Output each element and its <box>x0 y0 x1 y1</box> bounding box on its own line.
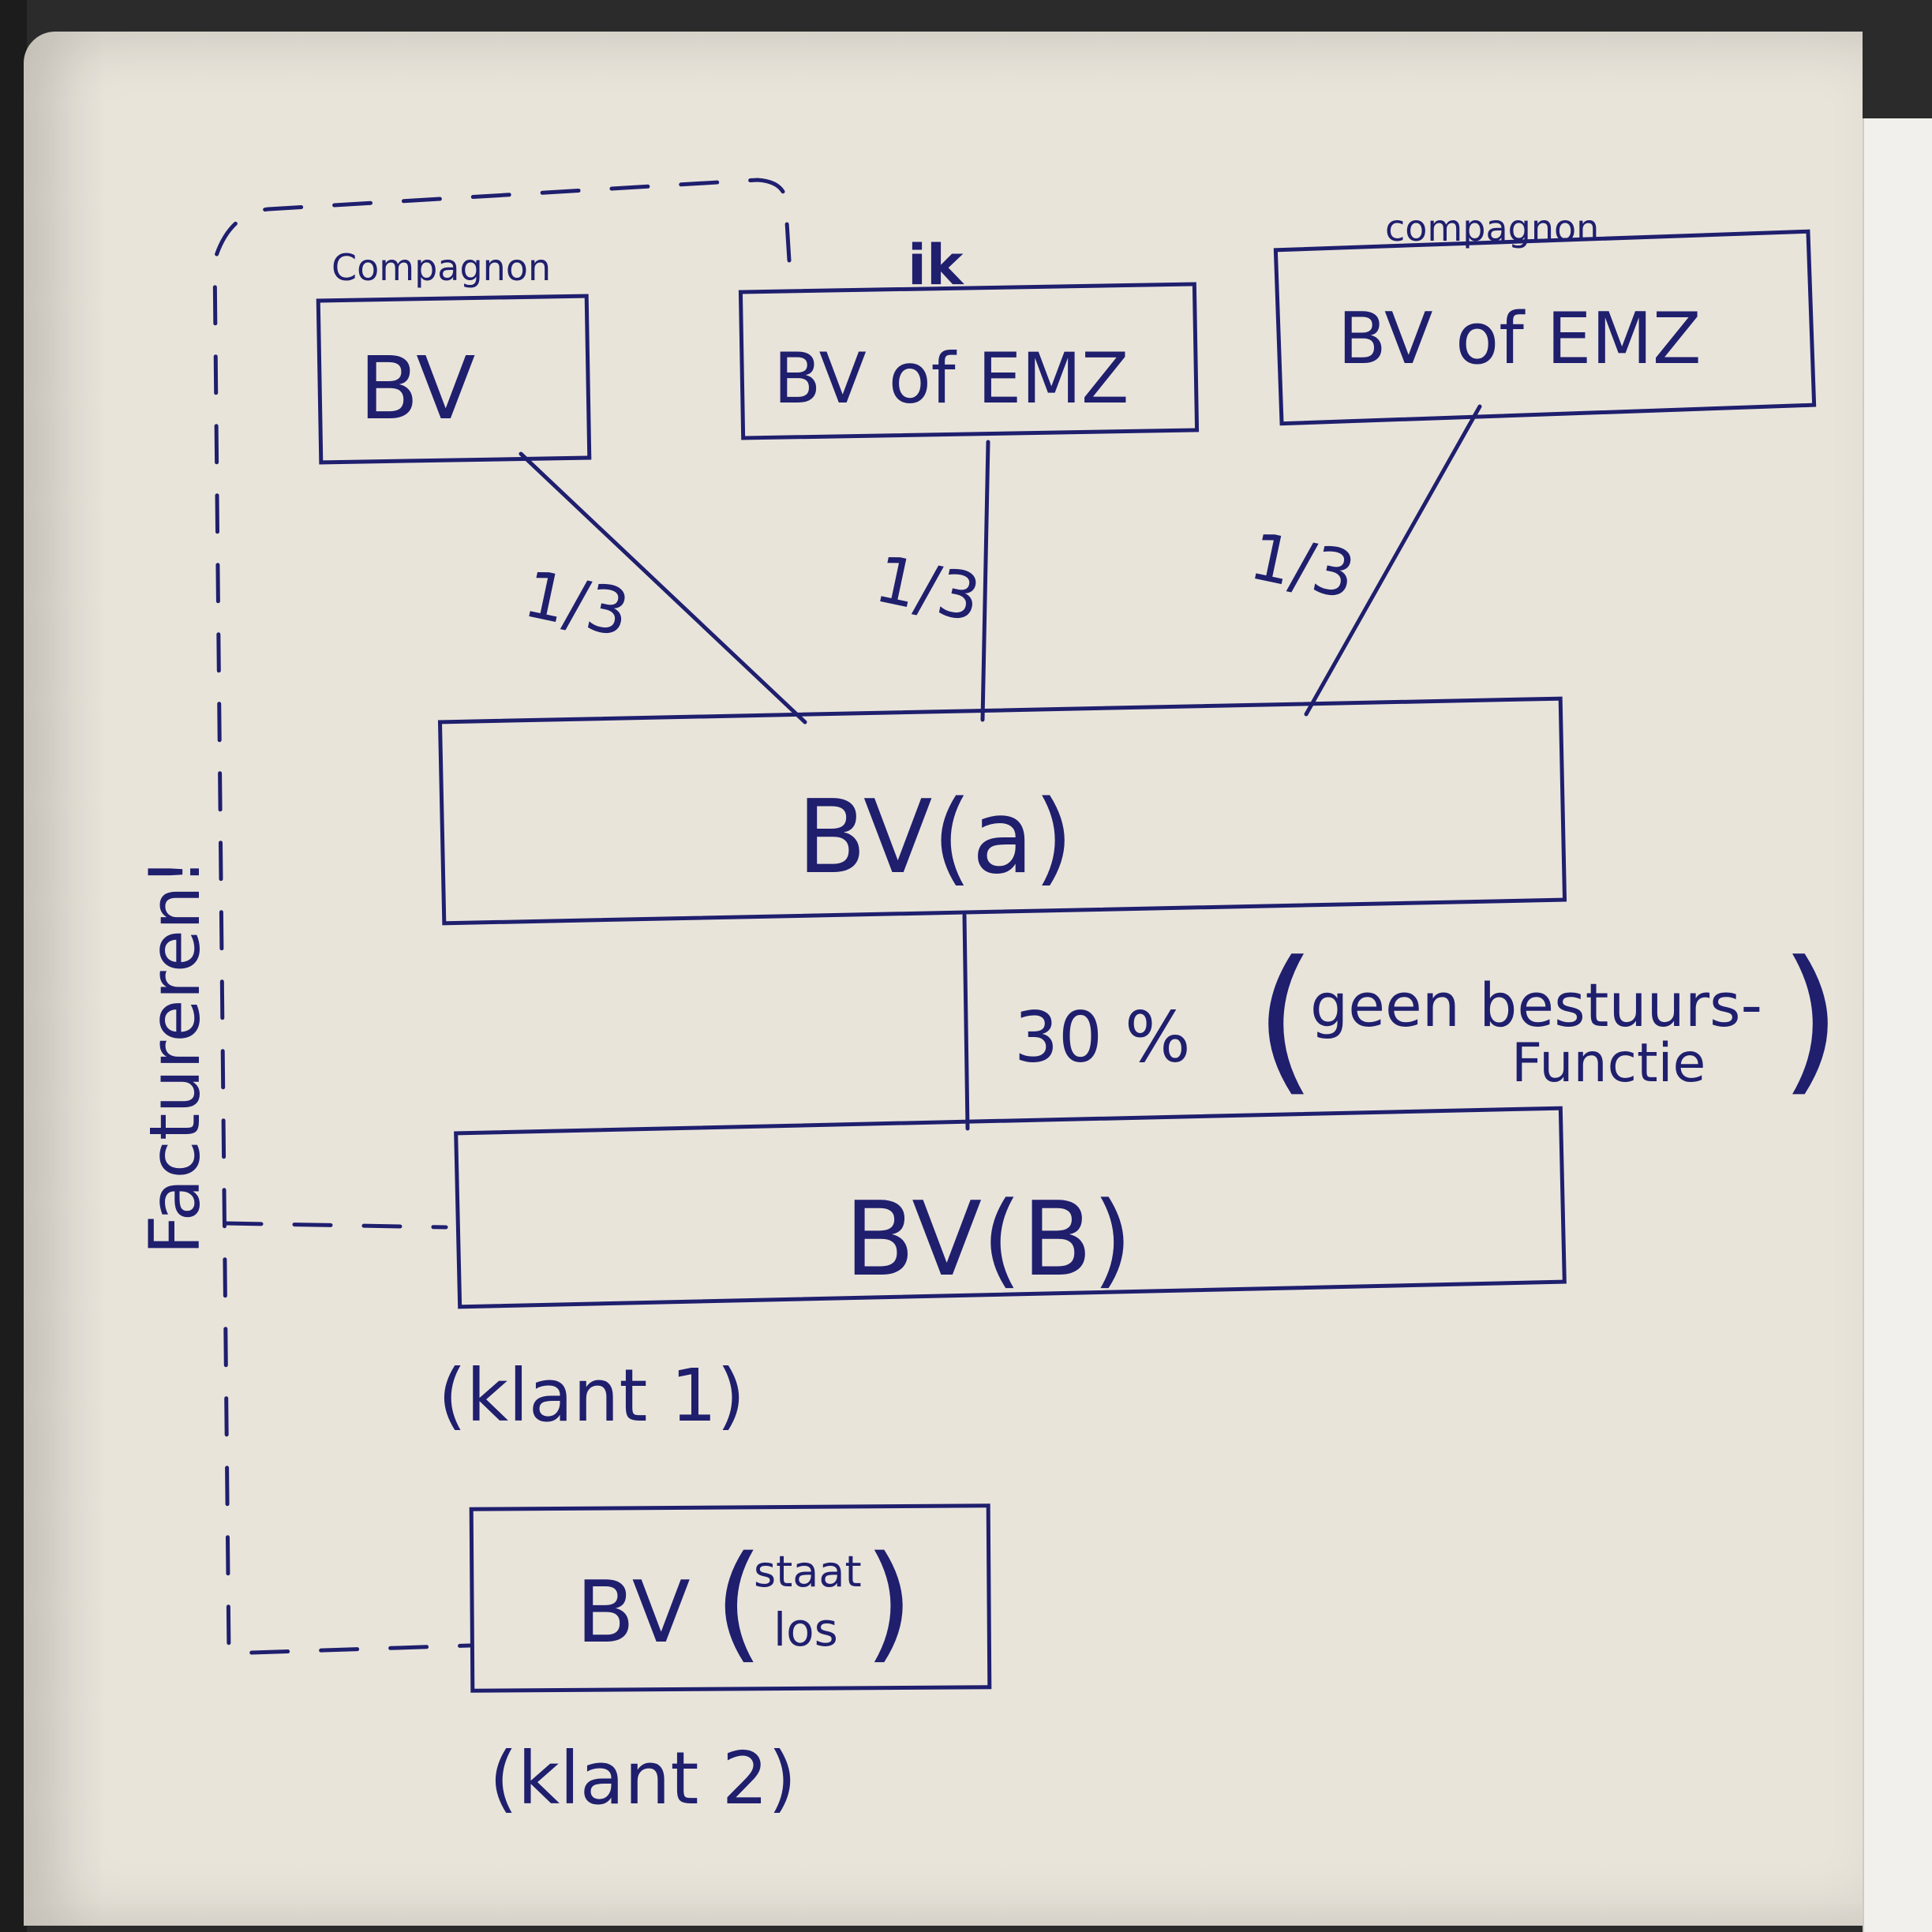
stake-note-line1: geen bestuurs- <box>1310 970 1762 1040</box>
owner-entity-ik: BV of EMZ <box>773 338 1129 419</box>
ownership-line-right <box>1304 404 1482 717</box>
separate-paren-open: ( <box>714 1528 763 1676</box>
stake-line <box>962 913 970 1131</box>
client-2-label: (klant 2) <box>489 1736 796 1821</box>
owner-box-ik <box>738 282 1200 440</box>
owner-entity-right: BV of EMZ <box>1338 298 1702 380</box>
invoice-link-klant1 <box>223 1221 448 1230</box>
owner-entity-left: BV <box>359 338 475 439</box>
owner-role-right: compagnon <box>1385 207 1599 249</box>
stake-note-close: ) <box>1780 927 1841 1111</box>
holding-box <box>437 696 1567 926</box>
stake-note-line2: Functie <box>1511 1032 1705 1095</box>
invoice-boundary <box>212 178 792 1656</box>
share-middle: 1/3 <box>869 541 987 636</box>
share-right: 1/3 <box>1244 519 1361 613</box>
subsidiary-box <box>454 1106 1567 1309</box>
separate-paren-close: ) <box>864 1528 913 1676</box>
subsidiary-label: BV(B) <box>844 1179 1133 1299</box>
client-1-label: (klant 1) <box>438 1354 745 1438</box>
separate-paren-line2: los <box>773 1603 838 1657</box>
stake-note-open: ( <box>1255 927 1316 1111</box>
owner-box-compagnon-left <box>316 294 592 465</box>
invoice-label: Factureren! <box>134 858 215 1255</box>
stake-percent: 30 % <box>1014 997 1191 1078</box>
owner-role-left: Compagnon <box>331 246 551 289</box>
share-left: 1/3 <box>518 556 635 651</box>
separate-paren-line1: staat <box>754 1547 862 1597</box>
owner-box-compagnon-right <box>1273 229 1817 426</box>
separate-label: BV <box>576 1563 691 1662</box>
notebook-spine <box>0 0 27 1932</box>
owner-role-ik: ik <box>908 233 964 298</box>
notebook-page <box>24 32 1863 1926</box>
ownership-line-left <box>519 451 807 724</box>
ownership-line-middle <box>980 440 990 722</box>
notebook-next-page <box>1863 118 1932 1932</box>
separate-box <box>469 1503 992 1693</box>
holding-label: BV(a) <box>797 779 1073 897</box>
